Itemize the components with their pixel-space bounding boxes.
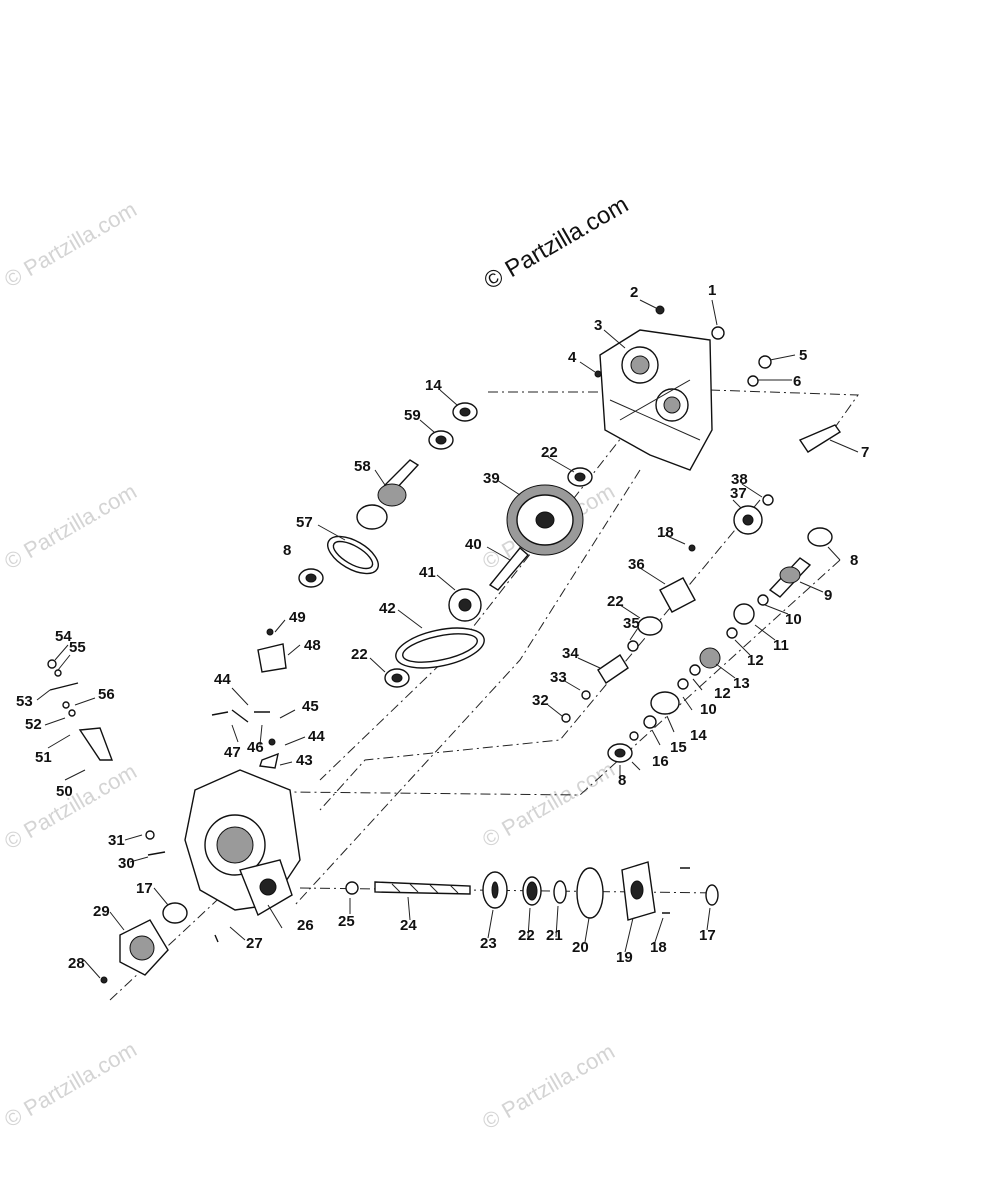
callout-24: 24: [400, 917, 417, 934]
callout-48: 48: [304, 637, 321, 654]
callout-21: 21: [546, 927, 563, 944]
callout-40: 40: [465, 536, 482, 553]
callout-43: 43: [296, 752, 313, 769]
main-gear-assembly: [384, 467, 593, 688]
callout-3: 3: [594, 317, 602, 334]
callout-8: 8: [618, 772, 626, 789]
callout-8: 8: [283, 542, 291, 559]
callout-44: 44: [214, 671, 231, 688]
callout-56: 56: [98, 686, 115, 703]
watermark-layer: © Partzilla.com © Partzilla.com © Partzi…: [0, 191, 633, 1134]
right-shaft-assembly: [561, 494, 833, 763]
watermark-main: © Partzilla.com: [480, 191, 634, 295]
callout-53: 53: [16, 693, 33, 710]
upper-shaft-assembly: [298, 402, 478, 588]
callout-50: 50: [56, 783, 73, 800]
callout-10: 10: [785, 611, 802, 628]
upper-case-cover: [599, 329, 713, 471]
callout-26: 26: [297, 917, 314, 934]
callout-22: 22: [541, 444, 558, 461]
callout-13: 13: [733, 675, 750, 692]
watermark: © Partzilla.com: [0, 479, 141, 575]
callout-42: 42: [379, 600, 396, 617]
callout-32: 32: [532, 692, 549, 709]
callout-47: 47: [224, 744, 241, 761]
callout-14: 14: [690, 727, 707, 744]
shift-linkage: [47, 628, 287, 769]
callout-12: 12: [747, 652, 764, 669]
callout-36: 36: [628, 556, 645, 573]
callout-45: 45: [302, 698, 319, 715]
watermark: © Partzilla.com: [0, 1037, 141, 1133]
callout-labels: 1 2 3 4 5 6 7 8 8 8 9 10 10 11 12 12 13 …: [16, 282, 869, 972]
callout-38: 38: [731, 471, 748, 488]
callout-35: 35: [623, 615, 640, 632]
small-parts-top: [594, 305, 842, 453]
callout-18: 18: [650, 939, 667, 956]
callout-8: 8: [850, 552, 858, 569]
callout-30: 30: [118, 855, 135, 872]
callout-14: 14: [425, 377, 442, 394]
callout-29: 29: [93, 903, 110, 920]
watermark: © Partzilla.com: [478, 757, 619, 853]
callout-51: 51: [35, 749, 52, 766]
callout-22: 22: [351, 646, 368, 663]
callout-31: 31: [108, 832, 125, 849]
callout-18: 18: [657, 524, 674, 541]
callout-58: 58: [354, 458, 371, 475]
callout-17: 17: [699, 927, 716, 944]
callout-25: 25: [338, 913, 355, 930]
callout-22: 22: [518, 927, 535, 944]
main-case: [145, 769, 301, 917]
callout-11: 11: [773, 637, 789, 654]
callout-1: 1: [708, 282, 716, 299]
callout-27: 27: [246, 935, 263, 952]
callout-55: 55: [69, 639, 86, 656]
leader-lines: [36, 299, 859, 979]
callout-6: 6: [793, 373, 801, 390]
watermark: © Partzilla.com: [0, 197, 141, 293]
callout-34: 34: [562, 645, 579, 662]
callout-4: 4: [568, 349, 577, 366]
callout-37: 37: [730, 485, 747, 502]
callout-10: 10: [700, 701, 717, 718]
watermark: © Partzilla.com: [478, 1039, 619, 1135]
callout-17: 17: [136, 880, 153, 897]
callout-12: 12: [714, 685, 731, 702]
callout-46: 46: [247, 739, 264, 756]
callout-28: 28: [68, 955, 85, 972]
callout-22: 22: [607, 593, 624, 610]
callout-33: 33: [550, 669, 567, 686]
callout-19: 19: [616, 949, 633, 966]
output-shaft-row: [345, 861, 719, 921]
callout-23: 23: [480, 935, 497, 952]
callout-7: 7: [861, 444, 869, 461]
callout-59: 59: [404, 407, 421, 424]
callout-2: 2: [630, 284, 638, 301]
bottom-cover: [100, 902, 219, 984]
callout-49: 49: [289, 609, 306, 626]
callout-5: 5: [799, 347, 807, 364]
callout-41: 41: [419, 564, 436, 581]
callout-54: 54: [55, 628, 72, 645]
callout-16: 16: [652, 753, 669, 770]
callout-15: 15: [670, 739, 687, 756]
callout-57: 57: [296, 514, 313, 531]
callout-9: 9: [824, 587, 832, 604]
callout-20: 20: [572, 939, 589, 956]
callout-52: 52: [25, 716, 42, 733]
callout-44: 44: [308, 728, 325, 745]
callout-39: 39: [483, 470, 500, 487]
